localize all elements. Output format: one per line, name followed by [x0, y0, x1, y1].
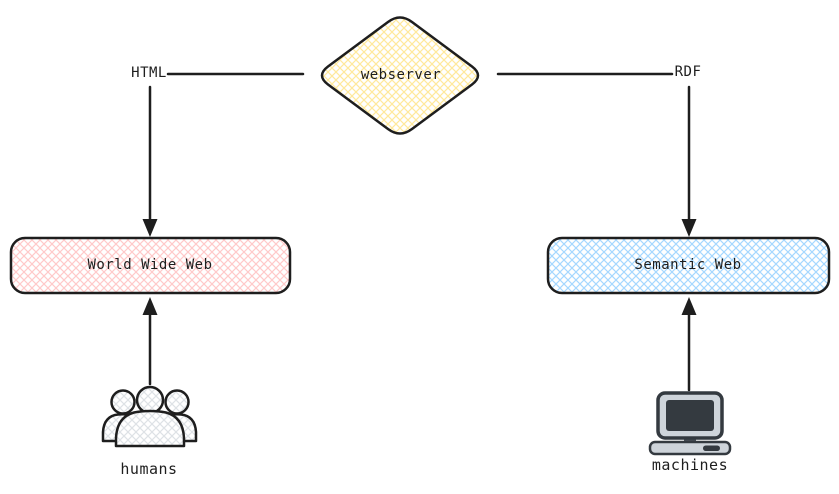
html-edge-label: HTML	[131, 65, 167, 81]
people-group-icon	[101, 385, 198, 448]
semantic-web-label: Semantic Web	[634, 257, 742, 273]
edge-html	[148, 72, 305, 224]
edge-rdf	[496, 72, 691, 224]
computer-icon	[648, 391, 732, 456]
arrowhead-down-left	[142, 219, 158, 237]
semantic-web-node	[546, 236, 831, 295]
webserver-node	[320, 16, 480, 135]
humans-label: humans	[120, 460, 178, 478]
edge-humans-www	[142, 297, 158, 386]
rdf-edge-label: RDF	[674, 64, 702, 80]
world-wide-web-node	[9, 236, 292, 295]
machines-label: machines	[651, 456, 729, 474]
world-wide-web-label: World Wide Web	[87, 257, 213, 273]
edge-machines-semweb	[681, 297, 697, 392]
webserver-label: webserver	[360, 67, 442, 83]
arrowhead-down-right	[681, 219, 697, 237]
